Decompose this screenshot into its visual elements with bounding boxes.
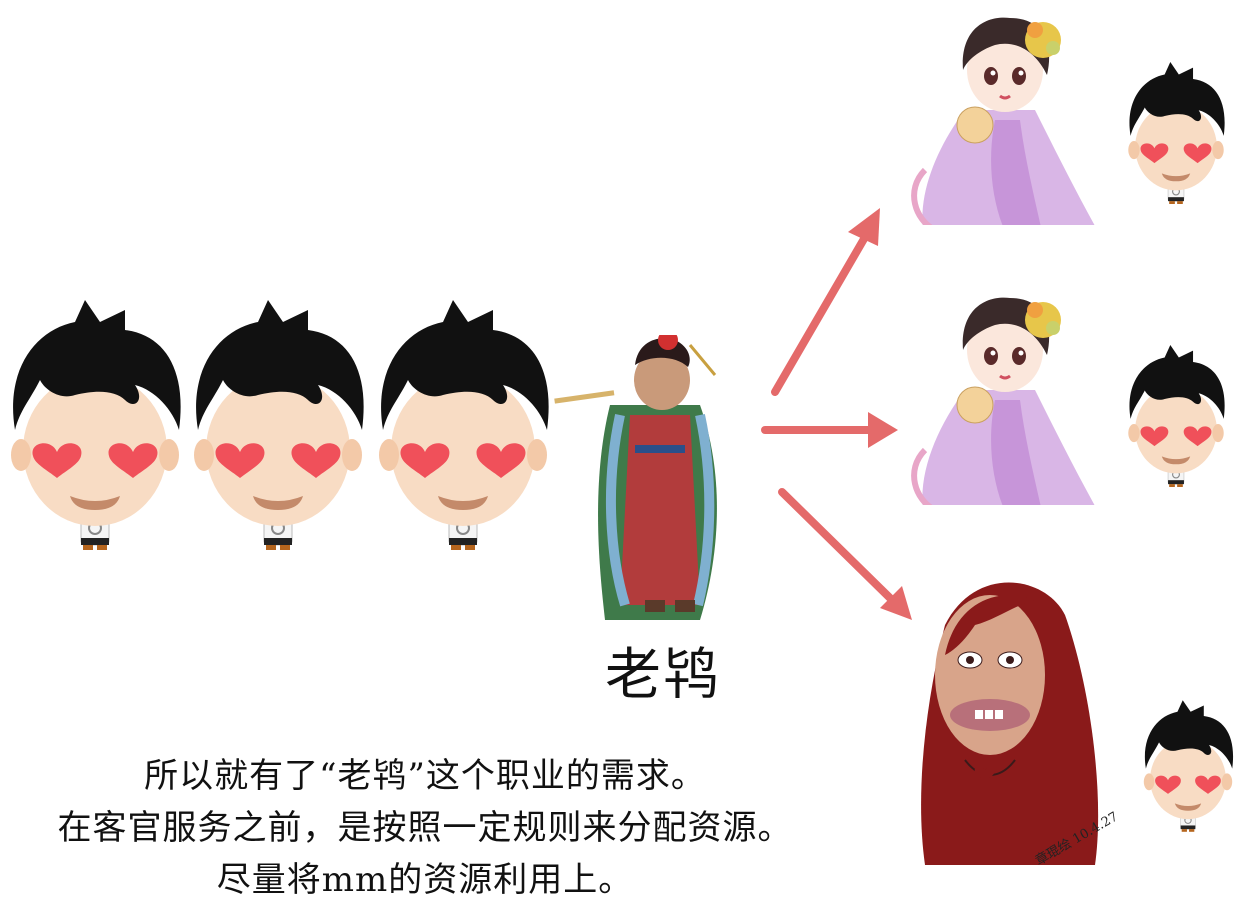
arrow-to-top [771, 228, 872, 396]
arrow-head-top [848, 208, 880, 246]
boy-small-bottom [1143, 700, 1234, 832]
lady-figure-top [905, 10, 1105, 225]
lady-figure-middle [905, 290, 1105, 505]
arrow-to-bottom [778, 488, 894, 602]
arrows-layer [761, 208, 912, 620]
boy-small-middle [1127, 345, 1226, 487]
caption-line-2: 在客官服务之前，是按照一定规则来分配资源。 [57, 808, 793, 848]
arrow-head-middle [868, 412, 898, 448]
boy-small-top [1127, 62, 1226, 204]
madam-label: 老鸨 [605, 643, 721, 708]
caption-line-1: 所以就有了“老鸨”这个职业的需求。 [144, 756, 706, 796]
woman-caricature: 章琨绘 10.4.27 [921, 582, 1120, 869]
arrow-head-bottom [880, 586, 912, 620]
madam-figure [554, 335, 717, 620]
